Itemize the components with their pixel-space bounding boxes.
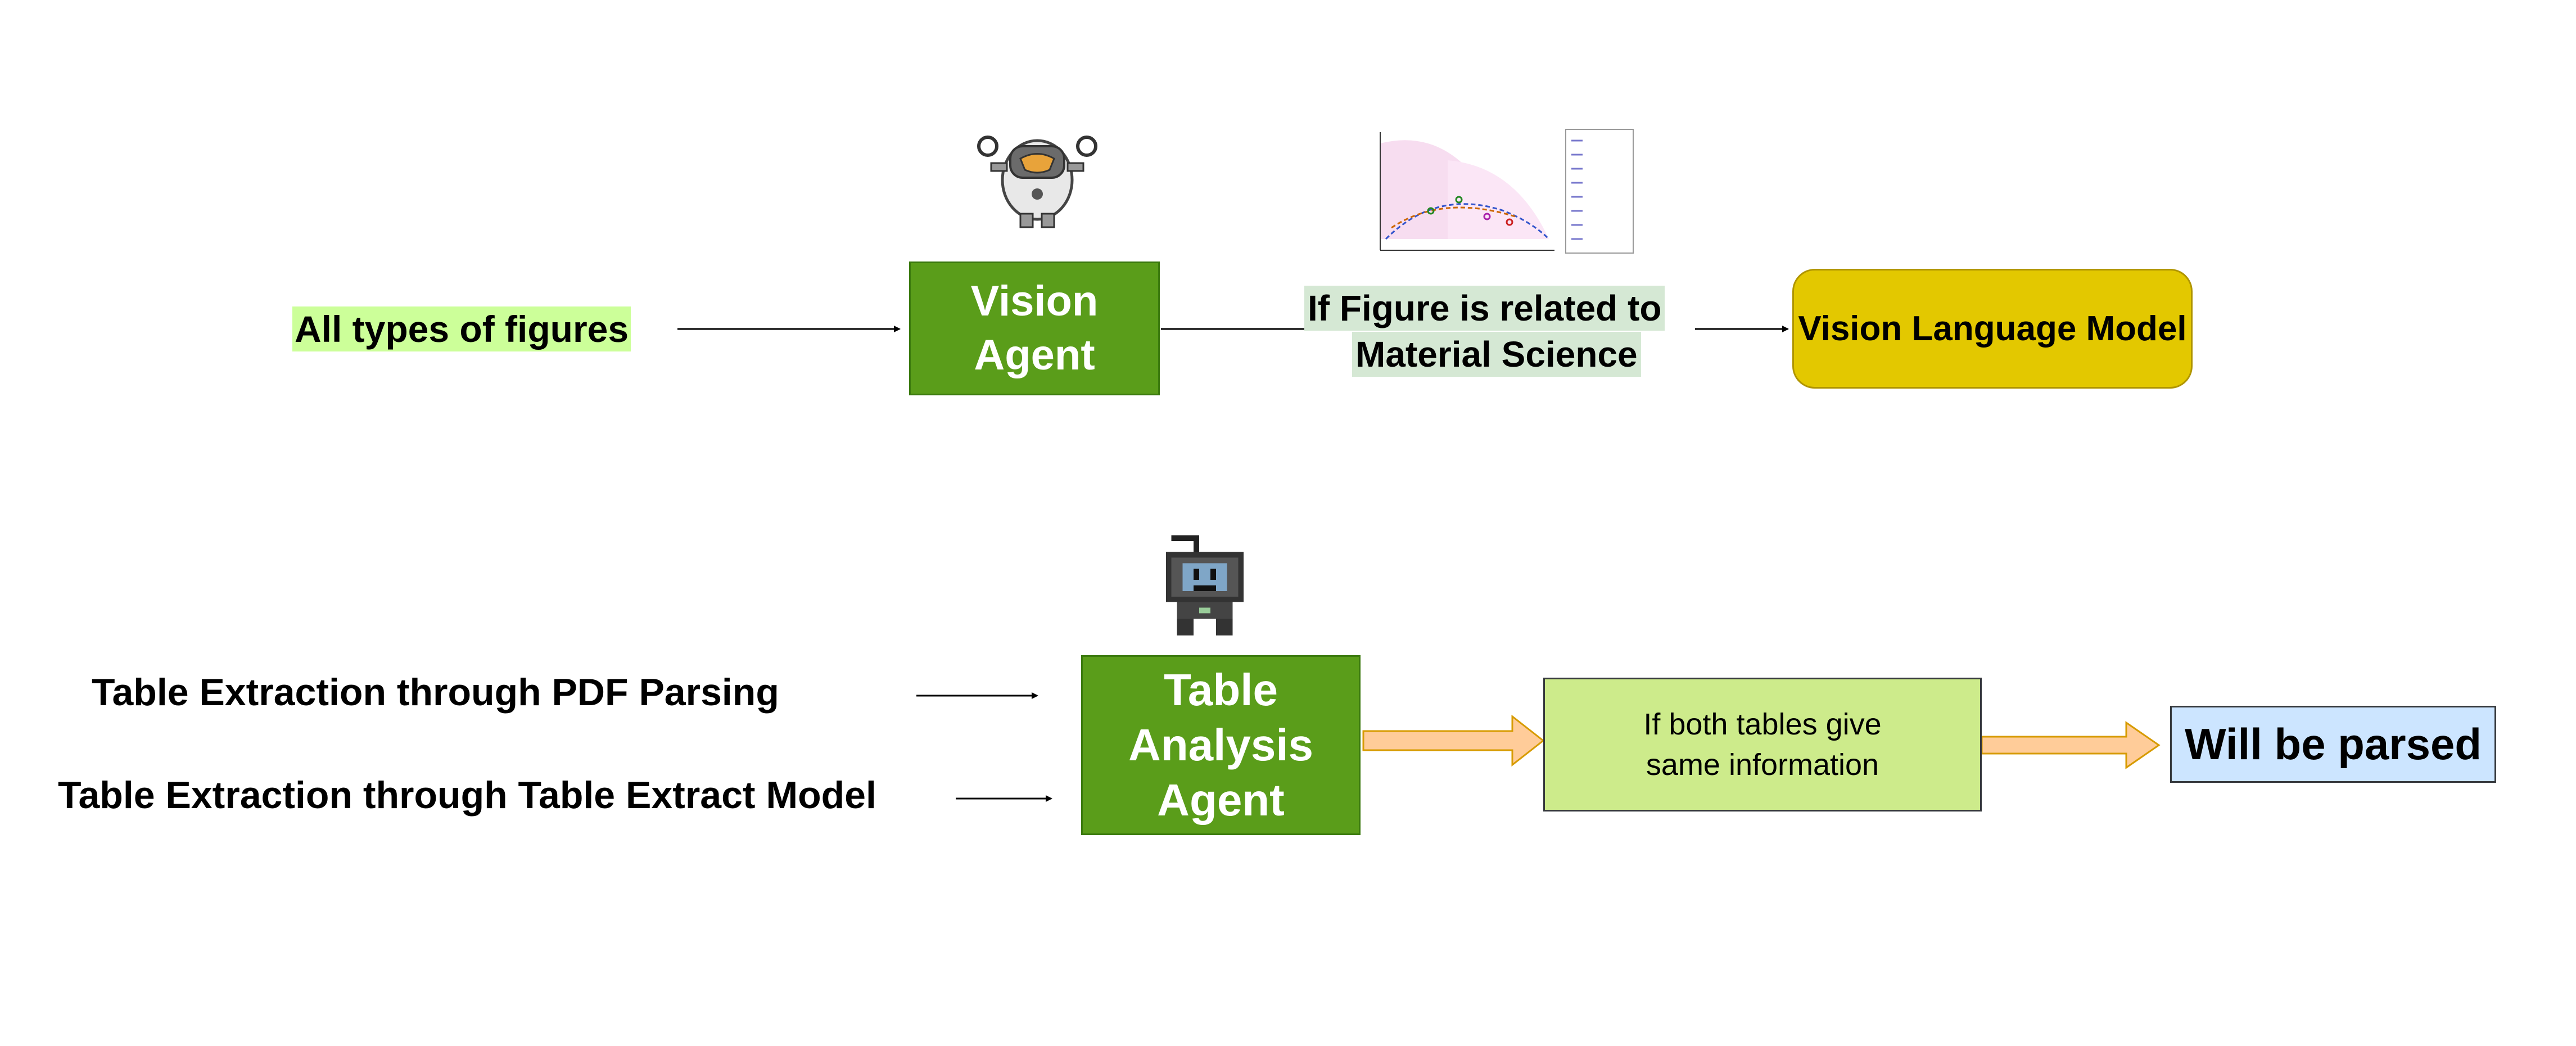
table-condition-label: If both tables give same information: [1643, 707, 1882, 782]
vision-language-model-box: Vision Language Model: [1792, 269, 2193, 389]
table-condition-box: If both tables give same information: [1543, 678, 1982, 811]
fat-arrow-condition-to-output: [1981, 721, 2161, 769]
vision-language-model-label: Vision Language Model: [1798, 309, 2187, 348]
table-analysis-agent-box: Table Analysis Agent: [1081, 655, 1361, 835]
robot-mascot-icon: [977, 136, 1097, 228]
vision-agent-box: Vision Agent: [909, 262, 1160, 395]
vision-condition-line2: Material Science: [1352, 332, 1641, 377]
fat-arrow-table-to-condition: [1362, 714, 1545, 767]
table-input-pdf-label: Table Extraction through PDF Parsing: [92, 671, 779, 714]
output-label: Will be parsed: [2184, 719, 2482, 769]
vision-condition-line1: If Figure is related to: [1304, 286, 1665, 331]
vision-input-label: All types of figures: [292, 306, 631, 351]
output-box: Will be parsed: [2170, 706, 2496, 783]
vision-agent-label: Vision Agent: [970, 277, 1099, 379]
table-input-model-label: Table Extraction through Table Extract M…: [58, 774, 876, 817]
table-analysis-agent-label: Table Analysis Agent: [1128, 665, 1314, 825]
figure-thumbnail-chart: [1346, 127, 1639, 267]
tv-robot-icon: [1165, 535, 1244, 635]
